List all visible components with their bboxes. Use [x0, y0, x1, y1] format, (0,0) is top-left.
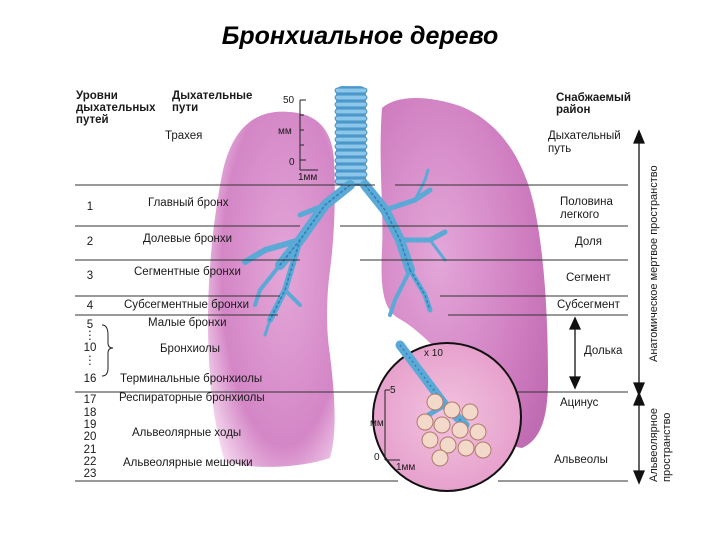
alveolar-space-arrow — [633, 391, 645, 485]
level-19: 19 — [83, 419, 97, 431]
alveolus — [461, 403, 479, 421]
airway-lobar-bronchi: Долевые бронхи — [143, 233, 233, 245]
header-region: Снабжаемый район — [556, 92, 631, 116]
airway-subsegmental-bronchi: Субсегментные бронхи — [124, 299, 250, 311]
level-16: 16 — [83, 373, 97, 385]
level-21: 21 — [83, 444, 97, 456]
trachea-ring — [334, 171, 368, 178]
alveoli-cluster — [416, 393, 492, 467]
trachea-ring — [334, 136, 368, 143]
trachea-ring — [334, 87, 368, 94]
alveolus — [431, 449, 449, 467]
alveolus-scale-bar: 1мм — [396, 462, 416, 473]
trachea-scale-bar: 1мм — [298, 172, 318, 183]
airway-respiratory-bronchioles: Респираторные бронхиолы — [119, 392, 265, 404]
alveolus-scale-unit: мм — [370, 418, 384, 429]
alveolus — [457, 439, 475, 457]
trachea-ring — [334, 143, 368, 150]
level-18: 18 — [83, 407, 97, 419]
trachea-scale-top: 50 — [283, 95, 295, 106]
trachea-ring — [334, 164, 368, 171]
airway-small-bronchi: Малые бронхи — [148, 317, 227, 329]
bracket-5-16 — [101, 324, 114, 377]
alveolus — [451, 421, 469, 439]
alveolus — [474, 441, 492, 459]
trachea-ring — [334, 115, 368, 122]
airway-alveolar-ducts: Альвеолярные ходы — [132, 427, 242, 439]
level-22: 22 — [83, 456, 97, 468]
airway-trachea: Трахея — [165, 130, 203, 142]
level-20: 20 — [83, 431, 97, 443]
airway-bronchioles: Бронхиолы — [160, 343, 220, 355]
region-lobule: Долька — [584, 345, 623, 357]
level-2: 2 — [86, 236, 94, 248]
trachea-scale-unit: мм — [278, 126, 292, 137]
alveolus — [426, 393, 444, 411]
region-airway: Дыхательный путь — [548, 130, 621, 155]
alveolus — [416, 413, 434, 431]
airway-main-bronchus: Главный бронх — [148, 197, 229, 209]
region-half-lung: Половина легкого — [560, 196, 613, 221]
region-subsegment: Субсегмент — [557, 299, 620, 311]
level-dots-b: ⋮ — [84, 355, 96, 367]
magnification-label: x 10 — [424, 348, 443, 359]
level-3: 3 — [86, 270, 94, 282]
header-airways: Дыхательные пути — [172, 90, 253, 114]
magnified-acinus — [372, 340, 522, 492]
airway-segmental-bronchi: Сегментные бронхи — [134, 266, 241, 278]
trachea-scale-zero: 0 — [289, 157, 295, 168]
level-10: 10 — [83, 342, 97, 354]
region-segment: Сегмент — [566, 272, 611, 284]
trachea-ring — [334, 150, 368, 157]
level-lines — [75, 184, 628, 482]
trachea-ring — [334, 94, 368, 101]
lobule-arrow — [568, 316, 582, 390]
left-lung — [208, 111, 335, 467]
region-acinus: Ацинус — [560, 397, 599, 409]
dead-space-arrow — [633, 129, 645, 397]
dead-space-label: Анатомическое мертвое пространство — [648, 165, 660, 362]
alveolus — [469, 423, 487, 441]
airway-terminal-bronchioles: Терминальные бронхиолы — [120, 373, 263, 385]
level-dots-a: ⋮ — [84, 330, 96, 342]
trachea — [334, 86, 368, 186]
trachea-tube — [336, 86, 366, 186]
level-5: 5 — [86, 319, 94, 331]
region-alveoli: Альвеолы — [554, 454, 608, 466]
trachea-scale — [299, 99, 318, 171]
alveolus-scale-zero: 0 — [374, 452, 380, 463]
trachea-ring — [334, 108, 368, 115]
alveolus — [421, 431, 439, 449]
region-lobe: Доля — [575, 236, 602, 248]
trachea-ring — [334, 101, 368, 108]
trachea-ring — [334, 157, 368, 164]
page-title: Бронхиальное дерево — [221, 22, 499, 50]
level-23: 23 — [83, 468, 97, 480]
alveolus — [443, 401, 461, 419]
header-levels: Уровни дыхательных путей — [76, 90, 156, 126]
trachea-ring — [334, 129, 368, 136]
level-17: 17 — [83, 394, 97, 406]
alveolus-scale-top: 5 — [390, 385, 396, 396]
alveolar-space-label-line1: Альвеолярное пространство — [648, 407, 673, 482]
alveolus — [433, 416, 451, 434]
level-4: 4 — [86, 300, 94, 312]
bronchi-branches-dark — [269, 184, 431, 321]
level-1: 1 — [86, 201, 94, 213]
alveolus — [439, 436, 457, 454]
airway-alveolar-sacs: Альвеолярные мешочки — [123, 457, 253, 469]
trachea-ring — [334, 122, 368, 129]
